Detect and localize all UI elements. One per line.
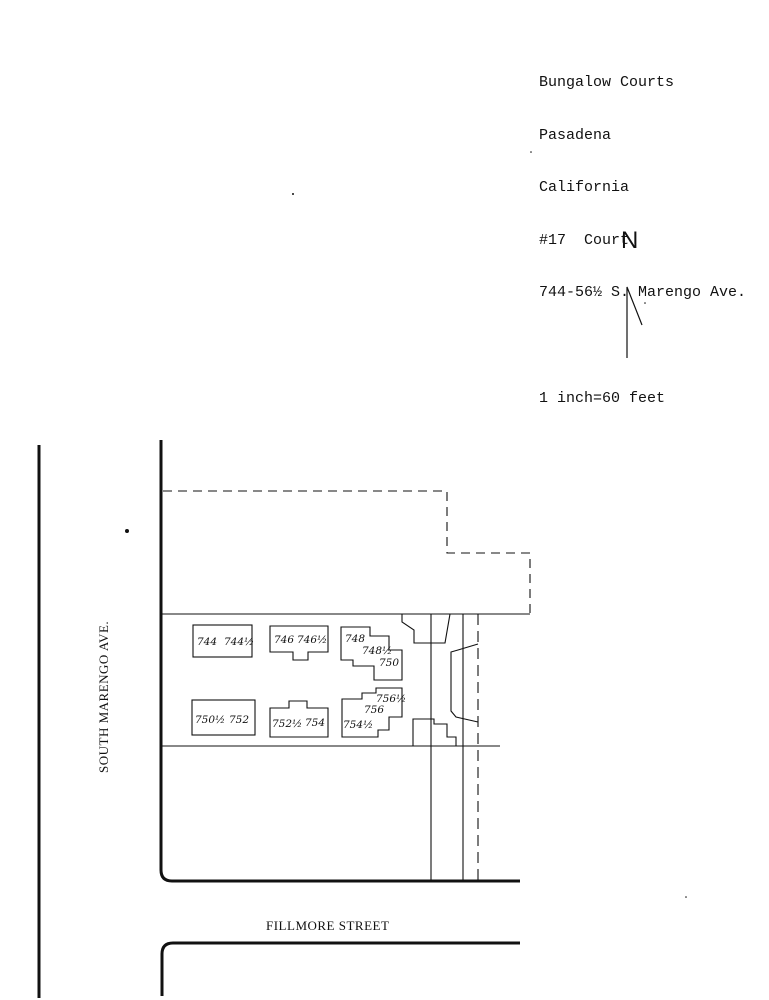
- north-label: N: [621, 227, 638, 254]
- unit-label-746: 746: [274, 634, 294, 646]
- south-marengo-ave-label: SOUTH MARENGO AVE.: [96, 621, 111, 773]
- unit-label-748: 748: [345, 633, 365, 645]
- dashed-property-boundary: [163, 490, 531, 614]
- map-caption: Bungalow Courts Pasadena California #17 …: [539, 39, 746, 425]
- caption-court-number: #17 Court: [539, 231, 630, 249]
- curb-lines: [37, 440, 520, 998]
- unit-label-746-half: 746½: [297, 634, 327, 646]
- unit-label-744: 744: [197, 636, 217, 648]
- bungalow-746: [269, 625, 329, 661]
- unit-label-756-half: 756½: [376, 693, 406, 705]
- fillmore-street-label: FILLMORE STREET: [266, 918, 389, 933]
- unit-label-744-half: 744½: [224, 636, 254, 648]
- north-arrow: N: [621, 227, 643, 358]
- caption-city: Pasadena: [539, 126, 612, 144]
- unit-label-750-half: 750½: [195, 714, 225, 726]
- garage-north: [401, 613, 451, 644]
- block-curb: [159, 440, 520, 883]
- unit-label-756: 756: [364, 704, 384, 716]
- garage-south: [412, 718, 457, 746]
- bungalow-748: [340, 626, 403, 681]
- caption-state: California: [539, 179, 630, 196]
- unit-label-754: 754: [305, 717, 325, 729]
- bungalow-752-half: [269, 700, 329, 738]
- unit-label-748-half: 748½: [362, 645, 392, 657]
- bungalow-750-half: [191, 699, 256, 736]
- unit-label-750: 750: [379, 657, 399, 669]
- caption-address: 744-56½ S. Marengo Ave.: [539, 284, 747, 301]
- scan-specks: [125, 151, 687, 898]
- south-block-curb: [160, 941, 520, 996]
- bungalow-744: [192, 624, 253, 658]
- east-outbuilding: [450, 643, 479, 723]
- unit-label-752-half: 752½: [272, 718, 302, 730]
- caption-scale: 1 inch=60 feet: [539, 389, 666, 407]
- north-arrow-shaft: [626, 286, 643, 358]
- caption-title: Bungalow Courts: [539, 74, 675, 91]
- unit-label-752: 752: [229, 714, 249, 726]
- unit-label-754-half: 754½: [343, 719, 373, 731]
- bungalow-756: [341, 687, 403, 738]
